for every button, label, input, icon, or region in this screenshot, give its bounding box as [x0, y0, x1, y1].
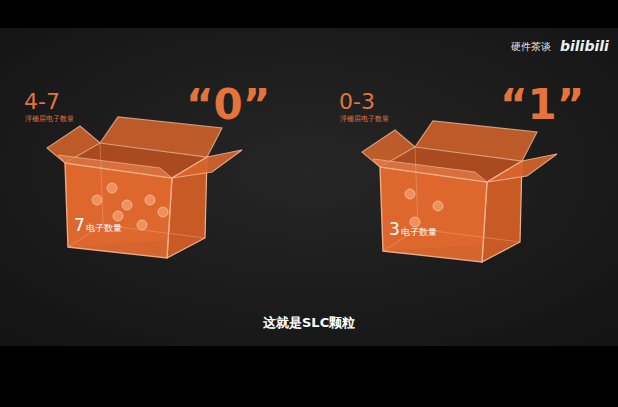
count-caption: 电子数量: [401, 228, 437, 237]
electron-count: 3电子数量: [389, 221, 437, 238]
range-caption: 浮栅层电子数量: [340, 116, 389, 123]
count-number: 7: [74, 217, 85, 234]
range-number: 4-7: [24, 91, 60, 113]
count-number: 3: [389, 221, 400, 238]
count-caption: 电子数量: [86, 224, 122, 233]
range-caption: 浮栅层电子数量: [25, 116, 74, 123]
bit-value: “0”: [186, 84, 270, 126]
watermark-logo: bilibili: [560, 39, 609, 53]
bit-value: “1”: [500, 84, 584, 126]
range-number: 0-3: [339, 91, 375, 113]
electron-count: 7电子数量: [74, 217, 122, 234]
subtitle: 这就是SLC颗粒: [263, 316, 355, 329]
watermark: 硬件茶谈: [511, 42, 551, 52]
